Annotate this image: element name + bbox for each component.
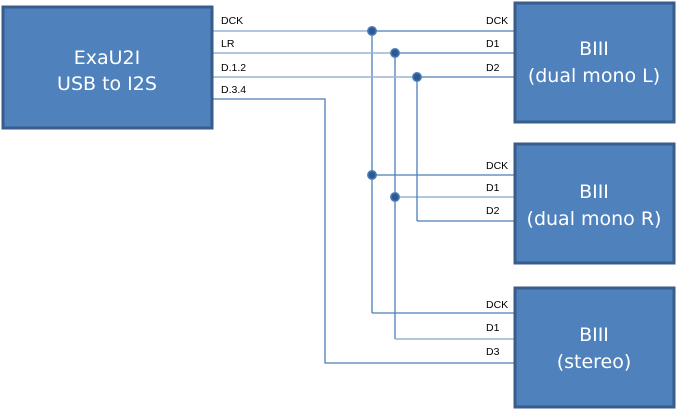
target-3-subtitle: (stereo) <box>557 351 632 373</box>
target-2-input-d1: D1 <box>486 182 500 194</box>
label-dck: DCK <box>221 15 243 27</box>
target-1-title: BIII <box>579 38 609 60</box>
target-3-input-d1: D1 <box>486 322 500 334</box>
target-2-subtitle: (dual mono R) <box>527 208 662 230</box>
source-subtitle: USB to I2S <box>57 73 157 95</box>
junction-dck-2 <box>367 170 377 180</box>
source-title: ExaU2I <box>74 47 141 69</box>
wires <box>213 30 514 364</box>
wire-d34 <box>213 98 514 364</box>
label-d12: D.1.2 <box>221 62 246 74</box>
junction-d12-1 <box>412 72 422 82</box>
target-box-stereo: BIII (stereo) DCK D1 D3 <box>486 286 676 409</box>
target-1-input-d1: D1 <box>486 38 500 50</box>
target-box-1-rect <box>513 1 676 124</box>
target-2-title: BIII <box>579 181 609 203</box>
junction-lr-2 <box>390 192 400 202</box>
junctions <box>367 26 422 202</box>
target-box-dual-mono-r: BIII (dual mono R) DCK D1 D2 <box>486 142 676 265</box>
junction-lr-1 <box>390 48 400 58</box>
target-3-input-dck: DCK <box>486 299 508 311</box>
target-box-3-rect <box>513 286 676 409</box>
junction-dck-1 <box>367 26 377 36</box>
source-box: ExaU2I USB to I2S <box>1 5 214 130</box>
target-2-input-d2: D2 <box>486 205 500 217</box>
target-box-2-rect <box>513 142 676 265</box>
target-3-input-d3: D3 <box>486 346 500 358</box>
target-3-title: BIII <box>579 324 609 346</box>
target-box-dual-mono-l: BIII (dual mono L) DCK D1 D2 <box>486 1 676 124</box>
label-lr: LR <box>221 38 235 50</box>
target-1-subtitle: (dual mono L) <box>528 65 660 87</box>
label-d34: D.3.4 <box>221 84 246 96</box>
target-1-input-d2: D2 <box>486 62 500 74</box>
target-1-input-dck: DCK <box>486 15 508 27</box>
target-2-input-dck: DCK <box>486 160 508 172</box>
source-output-labels: DCK LR D.1.2 D.3.4 <box>221 15 246 96</box>
source-box-rect <box>1 5 214 130</box>
